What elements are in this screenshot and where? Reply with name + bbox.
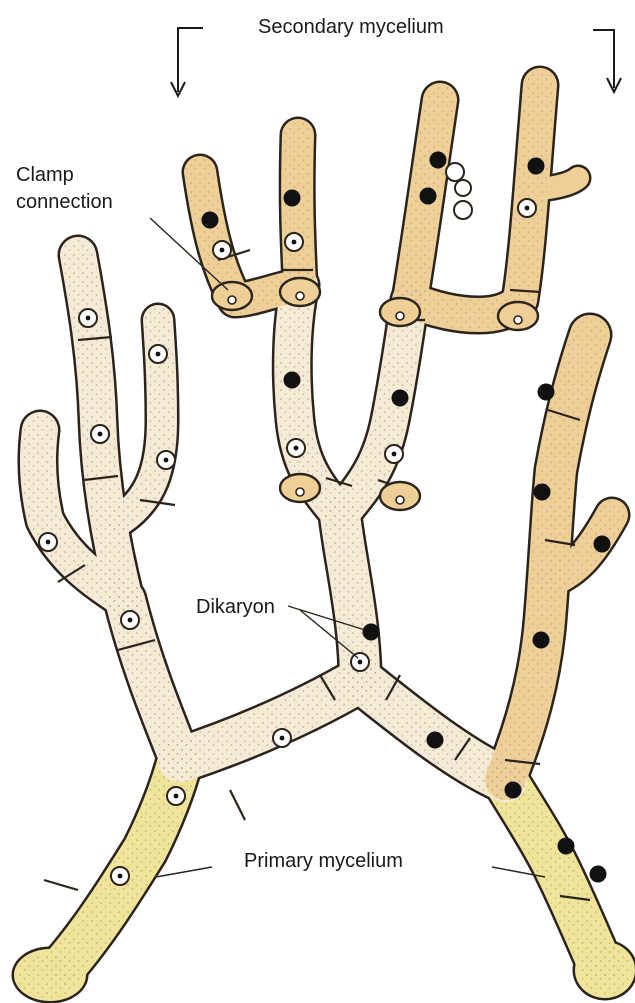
ring-nucleus-core-3 (392, 452, 397, 457)
primary-leader-left (156, 867, 212, 877)
dark-nucleus-6 (528, 158, 545, 175)
clamp-label-line2: connection (16, 191, 113, 213)
bud-cell-2 (454, 201, 472, 219)
bud-cell-0 (446, 163, 464, 181)
basal-bulb-stipple-0 (17, 952, 83, 998)
ring-nucleus-core-9 (46, 540, 51, 545)
ring-nucleus-core-2 (294, 446, 299, 451)
clamp-label-line1: Clamp (16, 164, 74, 186)
clamp-pore-3 (514, 316, 522, 324)
dark-nucleus-4 (430, 152, 447, 169)
clamp-pore-1 (296, 292, 304, 300)
ring-nucleus-core-6 (98, 432, 103, 437)
primary-mycelium-label: Primary mycelium (244, 850, 403, 872)
right-arrow (593, 30, 614, 88)
ring-nucleus-core-8 (164, 458, 169, 463)
dark-nucleus-9 (594, 536, 611, 553)
ring-nucleus-core-13 (174, 794, 179, 799)
dark-nucleus-15 (590, 866, 607, 883)
dikaryon-label: Dikaryon (196, 596, 275, 618)
ring-nucleus-core-7 (156, 352, 161, 357)
hypha-stipple-12 (297, 135, 300, 285)
dark-nucleus-13 (505, 782, 522, 799)
septum-1 (230, 790, 245, 820)
secondary-mycelium-label: Secondary mycelium (258, 16, 444, 38)
dark-nucleus-2 (284, 372, 301, 389)
ring-nucleus-core-14 (118, 874, 123, 879)
dark-nucleus-10 (533, 632, 550, 649)
bud-cell-1 (455, 180, 471, 196)
clamp-pore-5 (396, 496, 404, 504)
dark-nucleus-1 (284, 190, 301, 207)
dark-nucleus-11 (363, 624, 380, 641)
ring-nucleus-core-1 (292, 240, 297, 245)
septum-0 (44, 880, 78, 890)
ring-nucleus-core-4 (525, 206, 530, 211)
clamp-pore-0 (228, 296, 236, 304)
clamp-pore-4 (296, 488, 304, 496)
dark-nucleus-14 (558, 838, 575, 855)
basal-bulb-stipple-1 (578, 945, 632, 995)
ring-nucleus-core-5 (86, 316, 91, 321)
dark-nucleus-5 (420, 188, 437, 205)
dark-nucleus-12 (427, 732, 444, 749)
clamp-pore-2 (396, 312, 404, 320)
dark-nucleus-8 (534, 484, 551, 501)
ring-nucleus-core-0 (220, 248, 225, 253)
ring-nucleus-core-12 (280, 736, 285, 741)
dark-nucleus-7 (538, 384, 555, 401)
ring-nucleus-core-10 (128, 618, 133, 623)
ring-nucleus-core-11 (358, 660, 363, 665)
dark-nucleus-3 (392, 390, 409, 407)
dark-nucleus-0 (202, 212, 219, 229)
left-arrow (178, 28, 203, 92)
